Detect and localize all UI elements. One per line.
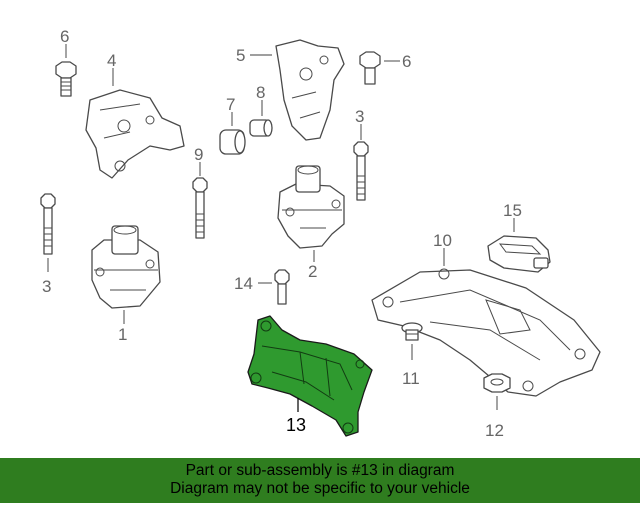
part-13-bracket-highlighted[interactable]: [247, 315, 373, 437]
callout-9: 9: [194, 145, 203, 164]
callout-12: 12: [485, 421, 504, 440]
banner-line-1: Part or sub-assembly is #13 in diagram: [185, 462, 455, 479]
part-3-bolt-right[interactable]: [353, 141, 369, 201]
callout-3-right: 3: [355, 107, 364, 126]
callout-7: 7: [226, 95, 235, 114]
part-14-bolt[interactable]: [274, 269, 290, 305]
callout-3-left: 3: [42, 277, 51, 296]
callout-4: 4: [107, 51, 116, 70]
banner-line-2: Diagram may not be specific to your vehi…: [170, 480, 470, 497]
part-6-bolt-left[interactable]: [55, 61, 77, 97]
part-11-stud[interactable]: [401, 322, 423, 341]
part-9-bolt[interactable]: [192, 177, 208, 239]
part-1-engine-mount[interactable]: [91, 225, 161, 309]
part-4-bracket[interactable]: [85, 89, 185, 179]
callout-6-right: 6: [402, 52, 411, 71]
part-15-module[interactable]: [487, 235, 551, 273]
callout-8: 8: [256, 83, 265, 102]
part-12-nut[interactable]: [483, 373, 511, 393]
part-6-bolt-right[interactable]: [359, 51, 381, 85]
part-7-bushing[interactable]: [219, 129, 246, 155]
callout-2: 2: [308, 262, 317, 281]
callout-13: 13: [286, 415, 306, 435]
callout-15: 15: [503, 201, 522, 220]
callout-10: 10: [433, 231, 452, 250]
part-2-engine-mount[interactable]: [277, 165, 345, 249]
parts-diagram: 6 4 5 6 7 8 3: [40, 27, 601, 440]
callout-14: 14: [234, 274, 253, 293]
part-8-sleeve[interactable]: [249, 119, 273, 137]
callout-5: 5: [236, 46, 245, 65]
part-5-bracket[interactable]: [275, 39, 345, 141]
part-3-bolt-left[interactable]: [40, 193, 56, 255]
info-banner: Part or sub-assembly is #13 in diagram D…: [0, 458, 640, 503]
callout-6-left: 6: [60, 27, 69, 46]
callout-11: 11: [402, 369, 420, 388]
callout-1: 1: [118, 325, 127, 344]
